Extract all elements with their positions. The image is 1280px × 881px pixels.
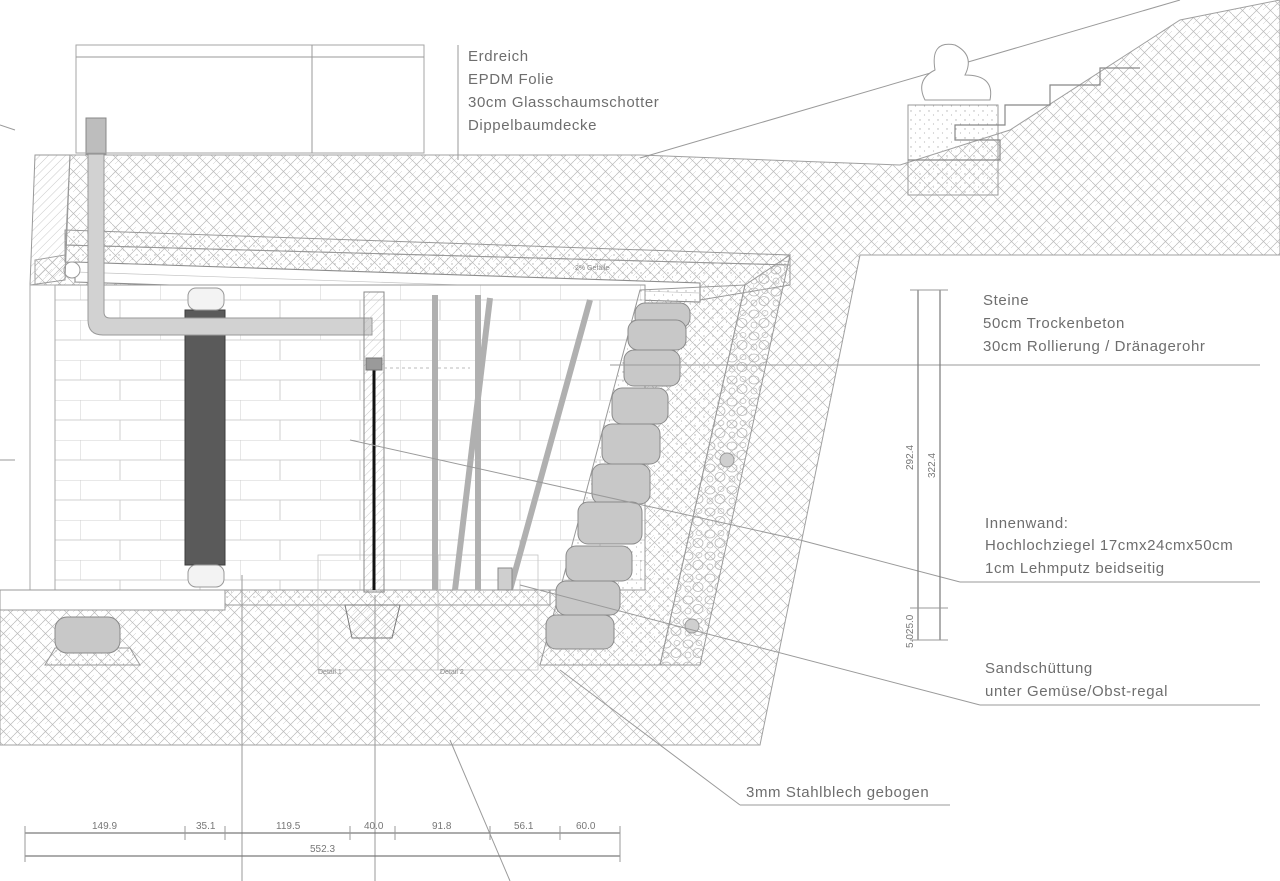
door-frame: [363, 291, 470, 593]
garden-steps: [907, 43, 1140, 196]
label-lehmputz: 1cm Lehmputz beidseitig: [985, 560, 1165, 577]
dim-7: 60.0: [576, 821, 596, 832]
dim-2: 35.1: [196, 821, 216, 832]
vertical-dimensions: 292.4 322.4 5.025.0: [905, 289, 948, 648]
dim-5: 91.8: [432, 821, 452, 832]
dim-vertical-1: 292.4: [905, 445, 916, 470]
label-sand: Sandschüttung: [985, 660, 1093, 677]
stone-wall: [545, 302, 735, 650]
label-detail-1: Detail 1: [318, 669, 342, 676]
label-glasschaum: 30cm Glasschaumschotter: [468, 94, 659, 111]
label-dippelbaum: Dippelbaumdecke: [468, 117, 597, 134]
label-hochlochziegel: Hochlochziegel 17cmx24cmx50cm: [985, 537, 1233, 554]
shelf-struts: [432, 295, 593, 591]
floor-slab: [0, 554, 551, 671]
label-steine: Steine: [983, 292, 1029, 309]
dim-1: 149.9: [92, 821, 117, 832]
leader-lines: [0, 45, 1260, 806]
label-rollierung: 30cm Rollierung / Dränagerohr: [983, 338, 1206, 355]
label-gefaelle: 2% Gefälle: [575, 265, 609, 272]
label-regal: unter Gemüse/Obst-regal: [985, 683, 1168, 700]
dim-vertical-3: 5.025.0: [905, 614, 916, 648]
dim-6: 56.1: [514, 821, 534, 832]
label-detail-2: Detail 2: [440, 669, 464, 676]
dim-4: 40.0: [364, 821, 384, 832]
railing: [75, 44, 425, 154]
annotations: Erdreich EPDM Folie 30cm Glasschaumschot…: [318, 48, 1233, 801]
dim-vertical-2: 322.4: [927, 453, 938, 478]
dark-column: [184, 287, 226, 588]
bottom-dimensions: 149.9 35.1 119.5 40.0 91.8 56.1 60.0 552…: [24, 821, 621, 862]
label-erdreich: Erdreich: [468, 48, 529, 65]
label-stahlblech: 3mm Stahlblech gebogen: [746, 784, 929, 801]
dim-3: 119.5: [276, 821, 301, 832]
dim-total: 552.3: [310, 844, 335, 855]
label-trockenbeton: 50cm Trockenbeton: [983, 315, 1125, 332]
cellar-interior: [29, 284, 646, 591]
label-epdm: EPDM Folie: [468, 71, 554, 88]
label-innenwand: Innenwand:: [985, 515, 1069, 532]
